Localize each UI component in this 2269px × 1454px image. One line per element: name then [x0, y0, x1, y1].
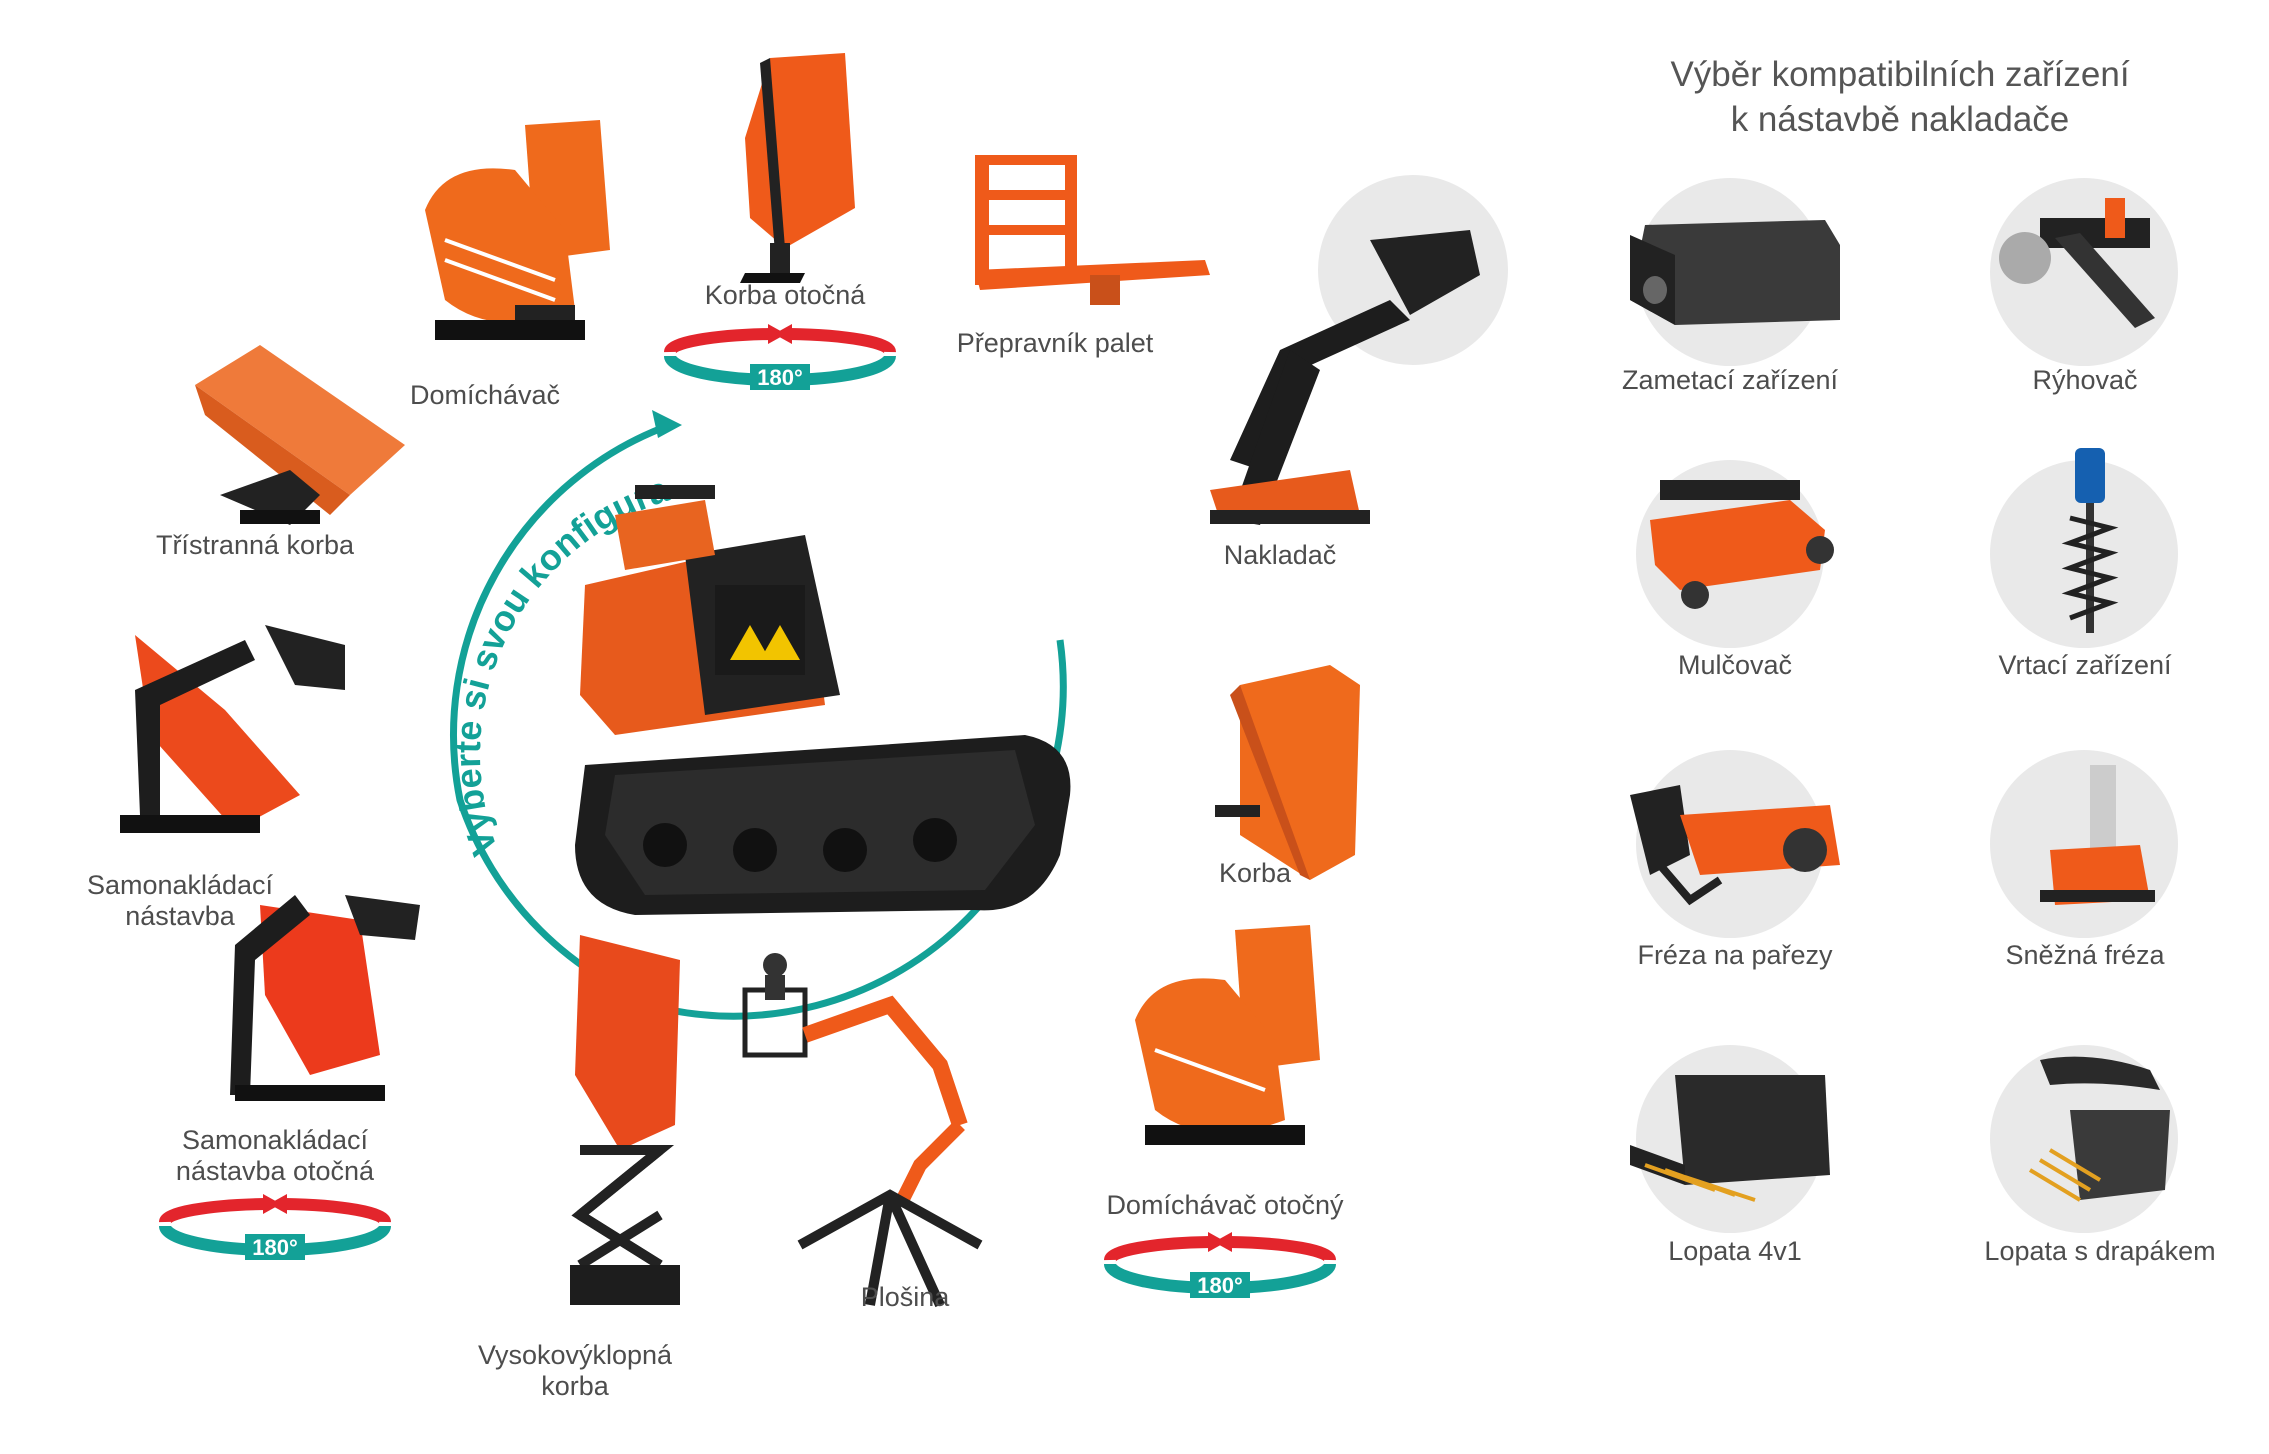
bucket-4in1-icon	[1630, 1075, 1830, 1202]
mulcher-icon	[1650, 480, 1834, 609]
tracked-carrier-icon	[575, 485, 1071, 915]
rotation-180-badge: 180°	[1104, 1232, 1336, 1298]
attachment-label-freza-parezy: Fréza na pařezy	[1637, 940, 1833, 970]
page-title: Výběr kompatibilních zařízení k nástavbě…	[1670, 55, 2130, 139]
attachment-label-vrtaci: Vrtací zařízení	[1998, 650, 2172, 680]
attachment-label-snezna-freza: Sněžná fréza	[2005, 940, 2165, 970]
high-tip-dumper-icon	[570, 935, 680, 1305]
attachment-label-ryhovac: Rýhovač	[2032, 365, 2138, 395]
badge-180-text: 180°	[1197, 1273, 1243, 1298]
auger-drill-icon	[2061, 448, 2119, 633]
rotating-self-loading-icon	[230, 895, 420, 1101]
config-label-domichavac-otocny: Domíchávač otočný	[1106, 1190, 1344, 1220]
config-label-samonakladaci-otocna: Samonakládací nástavba otočná	[175, 1125, 375, 1186]
dumper-body-icon	[1215, 665, 1360, 880]
badge-180-text: 180°	[757, 365, 803, 390]
trencher-icon	[1999, 198, 2155, 328]
rotating-mixer-icon	[1135, 925, 1320, 1145]
config-label-vysokovyklopna: Vysokovýklopná korba	[477, 1340, 673, 1401]
loader-arm-icon	[1210, 230, 1480, 525]
rotating-dumper-body-icon	[740, 53, 855, 283]
grapple-bucket-icon	[2028, 1056, 2170, 1202]
three-way-tipper-icon	[195, 345, 405, 525]
config-label-korba-otocna: Korba otočná	[704, 280, 866, 310]
config-label-nakladac: Nakladač	[1223, 540, 1337, 570]
config-label-tristranna-korba: Třístranná korba	[155, 530, 355, 560]
config-label-korba: Korba	[1218, 858, 1292, 888]
attachment-circle	[1990, 750, 2178, 938]
badge-180-text: 180°	[252, 1235, 298, 1260]
attachment-label-lopata-4v1: Lopata 4v1	[1668, 1236, 1802, 1266]
stump-grinder-icon	[1630, 785, 1840, 906]
snow-blower-icon	[2040, 765, 2155, 905]
attachment-label-mulcovac: Mulčovač	[1677, 650, 1793, 680]
rotation-180-badge: 180°	[159, 1194, 391, 1260]
sweeper-icon	[1630, 220, 1840, 325]
self-loading-attachment-icon	[120, 625, 345, 833]
config-label-prepravnik-palet: Přepravník palet	[956, 328, 1154, 358]
concrete-mixer-icon	[425, 120, 610, 340]
pallet-carrier-icon	[975, 155, 1210, 305]
attachment-label-zametaci: Zametací zařízení	[1621, 365, 1839, 395]
config-label-plosina: Plošina	[860, 1282, 950, 1312]
attachment-label-lopata-drapak: Lopata s drapákem	[1984, 1236, 2216, 1266]
aerial-platform-icon	[742, 953, 983, 1308]
config-label-domichavac: Domíchávač	[409, 380, 561, 410]
config-label-samonakladaci: Samonakládací nástavba	[86, 870, 274, 931]
rotation-180-badge: 180°	[664, 324, 896, 390]
